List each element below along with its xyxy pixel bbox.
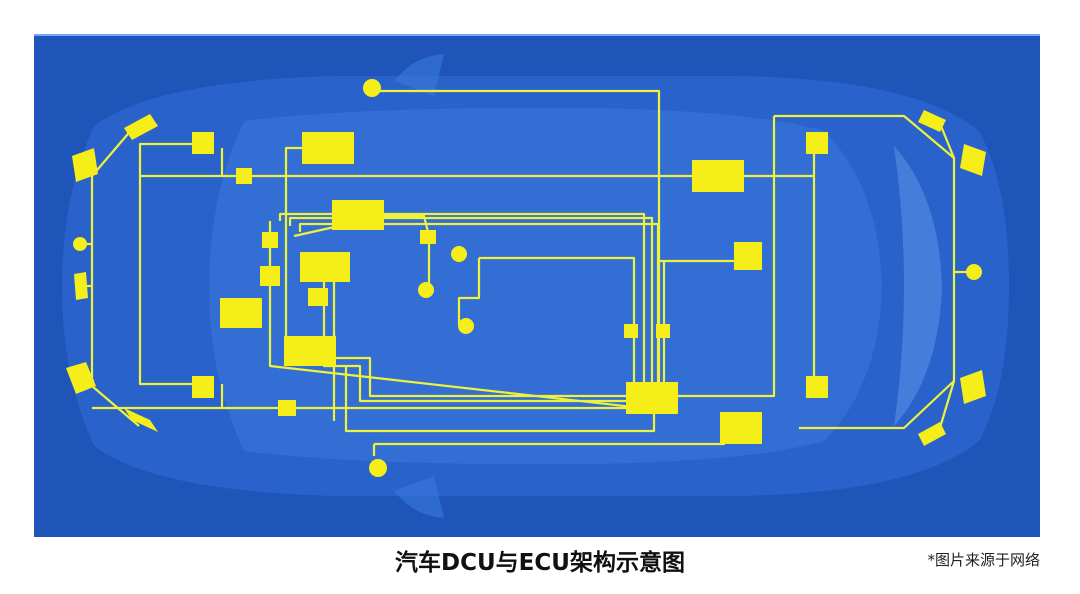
- mirror-sensor-icon: [369, 459, 387, 477]
- ecu-module: [420, 230, 436, 244]
- ecu-module: [624, 324, 638, 338]
- ecu-module: [692, 160, 744, 192]
- car-silhouette: [62, 54, 1009, 518]
- side-mirror-top: [394, 54, 444, 96]
- ecu-module: [332, 200, 384, 230]
- side-mirror-bottom: [394, 476, 444, 518]
- ecu-module: [720, 412, 762, 444]
- ecu-module: [192, 132, 214, 154]
- ecu-module: [220, 298, 262, 328]
- ecu-module: [734, 242, 762, 270]
- headlight-sensor-icon: [918, 110, 946, 132]
- taillight-sensor-icon: [66, 362, 96, 394]
- ecu-module: [284, 336, 336, 366]
- sensor-icon: [458, 318, 474, 334]
- camera-sensor-icon: [124, 114, 158, 140]
- ecu-module: [260, 266, 280, 286]
- dcu-module: [626, 382, 678, 414]
- ecu-module: [278, 400, 296, 416]
- ecu-module: [806, 132, 828, 154]
- radar-sensor-icon: [73, 237, 87, 251]
- sensor-icon: [451, 246, 467, 262]
- sensor-icon: [74, 272, 88, 300]
- control-modules: [192, 132, 828, 444]
- diagram-caption: 汽车DCU与ECU架构示意图: [395, 550, 685, 576]
- ecu-module: [656, 324, 670, 338]
- peripheral-sensors: [66, 79, 986, 477]
- ecu-module: [192, 376, 214, 398]
- wire-left-perimeter: [90, 120, 140, 427]
- corner-radar-icon: [960, 144, 986, 176]
- wire-right-perimeter: [774, 114, 956, 430]
- headlight-sensor-icon: [72, 148, 98, 182]
- architecture-diagram: [34, 34, 1040, 537]
- source-note: *图片来源于网络: [927, 551, 1040, 569]
- ecu-module: [302, 132, 354, 164]
- mirror-sensor-icon: [363, 79, 381, 97]
- ecu-module: [308, 288, 328, 306]
- wire-bundle: [278, 212, 646, 388]
- headlight-sensor-icon: [918, 422, 946, 446]
- car-cabin: [209, 107, 882, 465]
- car-network-illustration: [62, 54, 1009, 518]
- ecu-module: [262, 232, 278, 248]
- windshield: [894, 146, 942, 426]
- front-radar-icon: [966, 264, 982, 280]
- camera-sensor-icon: [124, 408, 158, 432]
- corner-radar-icon: [960, 370, 986, 404]
- ecu-module: [300, 252, 350, 282]
- sensor-icon: [418, 282, 434, 298]
- ecu-module: [236, 168, 252, 184]
- ecu-module: [806, 376, 828, 398]
- wire-left-inner: [138, 142, 202, 386]
- wiring-harness: [79, 89, 969, 456]
